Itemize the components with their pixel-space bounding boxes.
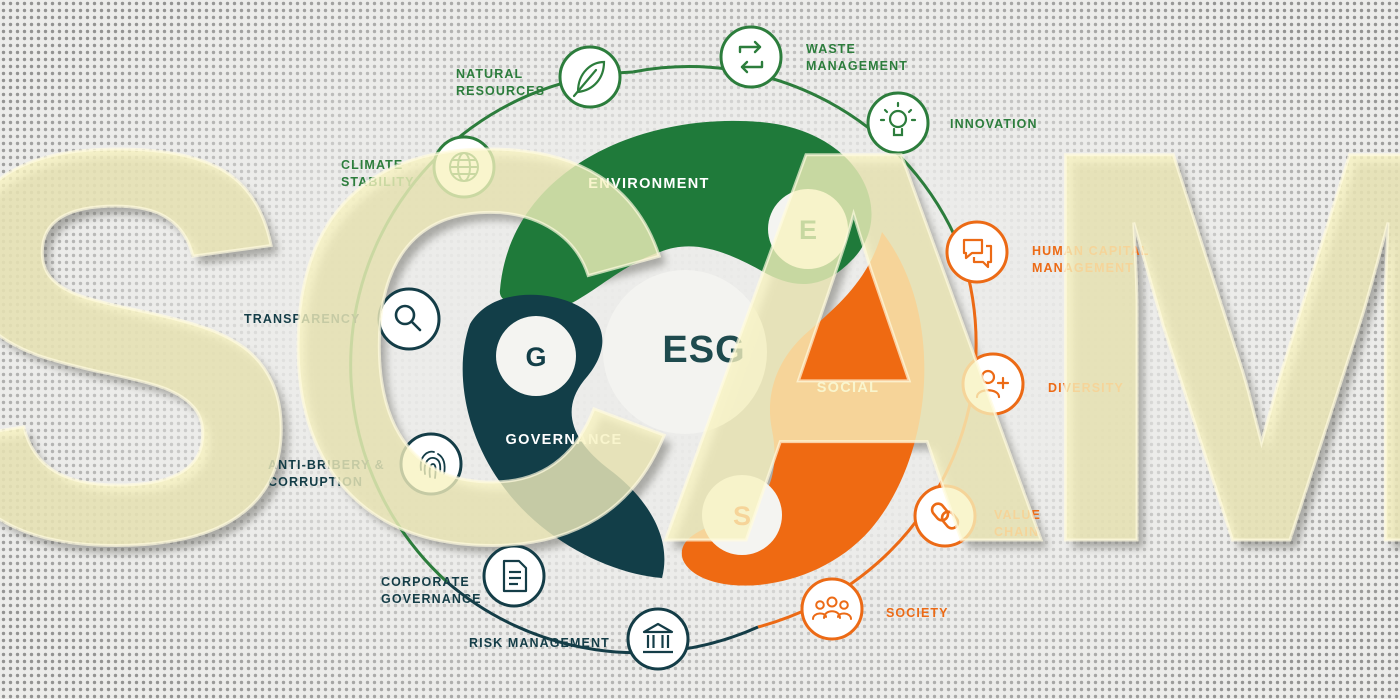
node-transparency: TRANSPARENCY [244,287,441,351]
node-bribery: ANTI-BRIBERY & CORRUPTION [268,432,463,496]
globe-icon [449,152,479,182]
node-innovation: INNOVATION [866,91,1038,155]
node-natural: NATURAL RESOURCES [456,45,622,109]
environment-label: ENVIRONMENT [588,176,709,192]
add-user-icon [975,369,1010,399]
center-label: ESG [662,329,745,371]
chat-bubbles-icon [962,238,993,269]
node-risk: RISK MANAGEMENT [469,607,690,671]
node-waste: WASTE MANAGEMENT [719,25,908,89]
ring-arc-green-left [349,70,634,584]
human-label-2: MANAGEMENT [1032,261,1134,275]
diversity-label: DIVERSITY [1048,381,1124,395]
node-climate: CLIMATE STABILITY [341,135,496,199]
waste-label-2: MANAGEMENT [806,59,908,73]
scam-word: SCAM [0,33,1400,659]
corporate-label-1: CORPORATE [381,575,470,589]
risk-label: RISK MANAGEMENT [469,636,610,650]
magnifier-icon [394,304,422,332]
people-group-icon [812,596,852,620]
governance-letter-disc [496,316,576,396]
ring-arc-navy [446,580,759,655]
bank-building-icon [642,622,674,654]
governance-letter: G [525,342,546,372]
social-letter-disc [702,475,782,555]
document-icon [502,559,528,593]
waste-label-1: WASTE [806,42,856,56]
innovation-label: INNOVATION [950,117,1038,131]
environment-segment [499,120,872,312]
value-label-2: CHAIN [994,525,1039,539]
society-label: SOCIETY [886,606,949,620]
governance-label: GOVERNANCE [506,432,623,448]
social-letter: S [733,501,751,531]
human-label-1: HUMAN CAPITAL [1032,244,1150,258]
leaf-icon [572,60,606,98]
recycle-arrows-icon [738,40,764,74]
node-human: HUMAN CAPITAL MANAGEMENT [945,220,1150,284]
climate-label-1: CLIMATE [341,158,403,172]
node-society: SOCIETY [800,577,949,641]
natural-label-1: NATURAL [456,67,523,81]
lightbulb-icon [879,101,917,137]
transparency-label: TRANSPARENCY [244,312,360,326]
environment-letter-disc [768,189,848,269]
social-segment [681,232,925,586]
chain-link-icon [930,502,960,530]
bribery-label-1: ANTI-BRIBERY & [268,458,385,472]
corporate-label-2: GOVERNANCE [381,592,482,606]
node-diversity: DIVERSITY [961,352,1124,416]
esg-core: E S G ENVIRONMENT SOCIAL GOVERNANCE ESG [462,120,925,586]
ring-arc-green-right [632,65,962,249]
natural-label-2: RESOURCES [456,84,545,98]
node-value: VALUE CHAIN [913,484,1041,548]
bribery-label-2: CORRUPTION [268,475,363,489]
core-disc [603,270,767,434]
value-label-1: VALUE [994,508,1041,522]
node-corporate: CORPORATE GOVERNANCE [381,544,546,608]
environment-letter: E [799,215,817,245]
fingerprint-icon [419,450,446,479]
climate-label-2: STABILITY [341,175,415,189]
social-label: SOCIAL [817,380,880,396]
